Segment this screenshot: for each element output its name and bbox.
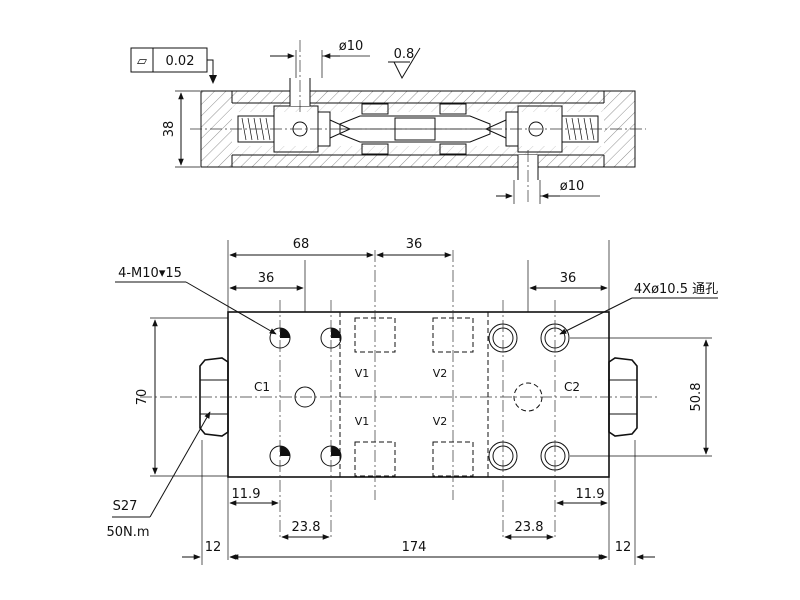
wrench-note: S27 50N.m [106,411,211,540]
svg-text:4-M10▾15: 4-M10▾15 [118,266,182,281]
bottom-port-diameter: ø10 [560,179,585,194]
svg-text:70: 70 [135,389,150,406]
bottom-port-dimension: ø10 [496,150,600,205]
svg-text:11.9: 11.9 [576,487,605,502]
flatness-value: 0.02 [166,54,195,69]
port-label-v2-bottom: V2 [433,415,448,428]
roughness-symbol: 0.8 [388,47,421,80]
dimension-23-8-right: 23.8 [504,520,554,540]
thread-note: 4-M10▾15 [115,266,277,335]
svg-text:23.8: 23.8 [292,520,321,535]
port-label-v1-top: V1 [355,367,370,380]
port-label-v1-bottom: V1 [355,415,370,428]
svg-text:36: 36 [560,271,577,286]
top-port-dimension: ø10 [270,39,370,112]
top-port-diameter: ø10 [339,39,364,54]
plan-view: C1 C2 V1 V2 V1 V2 68 36 36 36 4-M10▾ [106,237,718,565]
svg-text:12: 12 [205,540,222,555]
dimension-68: 68 [229,237,374,258]
svg-text:36: 36 [406,237,423,252]
hole-note: 4Xø10.5 通孔 [559,282,718,335]
dimension-70: 70 [135,317,228,477]
svg-text:23.8: 23.8 [515,520,544,535]
dimension-23-8-left: 23.8 [281,520,330,540]
section-view: ▱ 0.02 [130,39,646,205]
svg-text:50.8: 50.8 [689,383,704,412]
svg-text:174: 174 [402,540,427,555]
roughness-value: 0.8 [394,47,415,62]
svg-text:36: 36 [258,271,275,286]
height-dimension: 38 [162,90,200,168]
dimension-bottom-chain: 12 174 12 [182,540,655,560]
flatness-symbol: ▱ [137,54,147,69]
dimension-36-mid: 36 [376,237,452,258]
svg-text:11.9: 11.9 [232,487,261,502]
svg-text:12: 12 [615,540,632,555]
svg-text:4Xø10.5 通孔: 4Xø10.5 通孔 [634,282,718,297]
port-label-v2-top: V2 [433,367,448,380]
port-label-c1: C1 [254,380,270,394]
port-label-c2: C2 [564,380,580,394]
dimension-50-8: 50.8 [570,337,712,457]
dimension-36-right: 36 [529,271,608,291]
svg-text:S27: S27 [113,499,138,514]
hidden-port-features [339,312,489,477]
svg-text:68: 68 [293,237,310,252]
flatness-callout: ▱ 0.02 [130,47,217,84]
dimension-11-9-right: 11.9 [556,487,608,506]
dimension-36-left: 36 [229,271,304,291]
svg-text:50N.m: 50N.m [106,525,149,540]
right-plug-nut [608,357,638,437]
height-value: 38 [162,121,177,138]
dimension-11-9-left: 11.9 [229,487,279,506]
